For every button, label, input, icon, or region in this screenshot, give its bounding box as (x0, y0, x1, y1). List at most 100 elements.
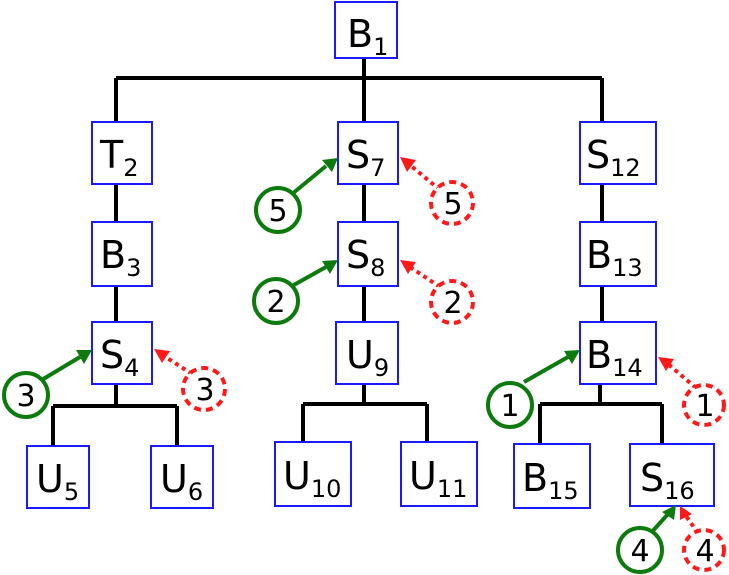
node-u10-index: 10 (311, 475, 342, 503)
green-label-s4: 3 (16, 379, 35, 414)
node-b14-index: 14 (612, 354, 643, 382)
green-arrowhead-b14 (564, 350, 580, 364)
svg-text:U5: U5 (36, 457, 79, 506)
node-b14-letter: B (586, 333, 612, 377)
red-label-s7: 5 (443, 187, 462, 222)
red-arrow-s7 (408, 163, 442, 192)
node-s4-index: 4 (124, 354, 139, 382)
node-t2-letter: T (99, 133, 124, 177)
green-arrowhead-s4 (76, 350, 92, 364)
node-u11: U11 (400, 441, 478, 507)
node-t2: T2 (91, 121, 153, 185)
node-s8: S8 (337, 221, 399, 287)
node-b1-letter: B (347, 12, 373, 56)
green-circle-s8 (252, 277, 300, 325)
node-u9-letter: U (346, 333, 374, 377)
node-b15-index: 15 (548, 477, 579, 505)
red-circle-s7 (429, 180, 475, 226)
red-arrowhead-s8 (400, 260, 416, 274)
node-u10: U10 (274, 441, 352, 507)
node-b14: B14 (579, 321, 657, 385)
node-s16-index: 16 (664, 477, 695, 505)
node-u9: U9 (335, 321, 399, 385)
svg-text:B3: B3 (100, 233, 141, 282)
node-s7: S7 (337, 121, 399, 185)
node-b1: B1 (334, 1, 398, 61)
node-b13-index: 13 (612, 254, 643, 282)
green-label-b14: 1 (500, 389, 519, 424)
edge-b14-children (538, 384, 664, 444)
green-arrow-s4 (38, 355, 82, 383)
green-circle-s4 (2, 371, 50, 419)
node-b15-letter: B (522, 456, 548, 500)
green-arrowhead-s8 (322, 260, 338, 274)
node-u5-index: 5 (64, 478, 79, 506)
node-b3-letter: B (100, 233, 126, 277)
green-arrow-s7 (290, 164, 328, 196)
red-arrow-s8 (408, 265, 442, 289)
red-arrowhead-s4 (154, 349, 170, 363)
node-s8-index: 8 (370, 254, 385, 282)
green-label-s7: 5 (268, 194, 287, 229)
svg-text:T2: T2 (99, 133, 139, 182)
edge-b1-children (114, 58, 604, 122)
svg-text:S4: S4 (100, 333, 139, 382)
svg-text:B1: B1 (347, 12, 388, 61)
green-label-s8: 2 (266, 285, 285, 320)
node-s12-index: 12 (610, 154, 641, 182)
node-u11-letter: U (409, 454, 437, 498)
node-b1-index: 1 (373, 33, 388, 61)
svg-text:S16: S16 (640, 456, 695, 505)
marker-s16: 4 4 (616, 505, 726, 574)
red-circle-s16 (682, 528, 726, 572)
node-u9-index: 9 (374, 354, 389, 382)
marker-b14: 1 1 (486, 350, 726, 429)
red-circle-s4 (181, 366, 227, 412)
svg-text:B13: B13 (586, 233, 643, 282)
green-arrowhead-s7 (322, 158, 338, 172)
red-arrow-s4 (162, 354, 194, 376)
green-arrowhead-s16 (662, 505, 676, 520)
marker-s4: 3 3 (2, 349, 227, 419)
node-u5-letter: U (36, 457, 64, 501)
node-s12: S12 (579, 121, 657, 185)
node-s7-index: 7 (370, 154, 385, 182)
node-s12-letter: S (586, 133, 610, 177)
node-s16: S16 (629, 443, 715, 507)
node-s8-letter: S (346, 233, 370, 277)
svg-text:S8: S8 (346, 233, 385, 282)
svg-text:U6: U6 (160, 457, 203, 506)
red-label-b14: 1 (695, 389, 714, 424)
edge-s4-children (51, 384, 179, 446)
green-circle-s7 (254, 186, 302, 234)
node-u6: U6 (150, 445, 214, 509)
green-label-s16: 4 (630, 534, 649, 569)
marker-s7: 5 5 (254, 157, 475, 234)
svg-text:U10: U10 (283, 454, 341, 503)
node-b3-index: 3 (126, 254, 141, 282)
node-u10-letter: U (283, 454, 311, 498)
green-circle-b14 (486, 381, 534, 429)
green-circle-s16 (616, 526, 664, 574)
svg-text:U9: U9 (346, 333, 389, 382)
red-circle-s8 (429, 279, 475, 325)
edge-u9-children (301, 384, 429, 442)
red-arrowhead-s16 (680, 506, 692, 520)
node-t2-index: 2 (123, 154, 138, 182)
red-label-s8: 2 (443, 286, 462, 321)
svg-text:B14: B14 (586, 333, 643, 382)
node-u5: U5 (26, 445, 90, 509)
svg-text:B15: B15 (522, 456, 579, 505)
node-s7-letter: S (346, 133, 370, 177)
svg-text:S12: S12 (586, 133, 641, 182)
red-arrow-b14 (666, 362, 698, 390)
node-s16-letter: S (640, 456, 664, 500)
green-arrow-b14 (523, 355, 569, 384)
node-s4-letter: S (100, 333, 124, 377)
node-u6-letter: U (160, 457, 188, 501)
red-arrowhead-b14 (658, 357, 674, 371)
red-circle-b14 (682, 383, 726, 427)
node-s4: S4 (91, 321, 153, 385)
marker-s8: 2 2 (252, 260, 475, 325)
